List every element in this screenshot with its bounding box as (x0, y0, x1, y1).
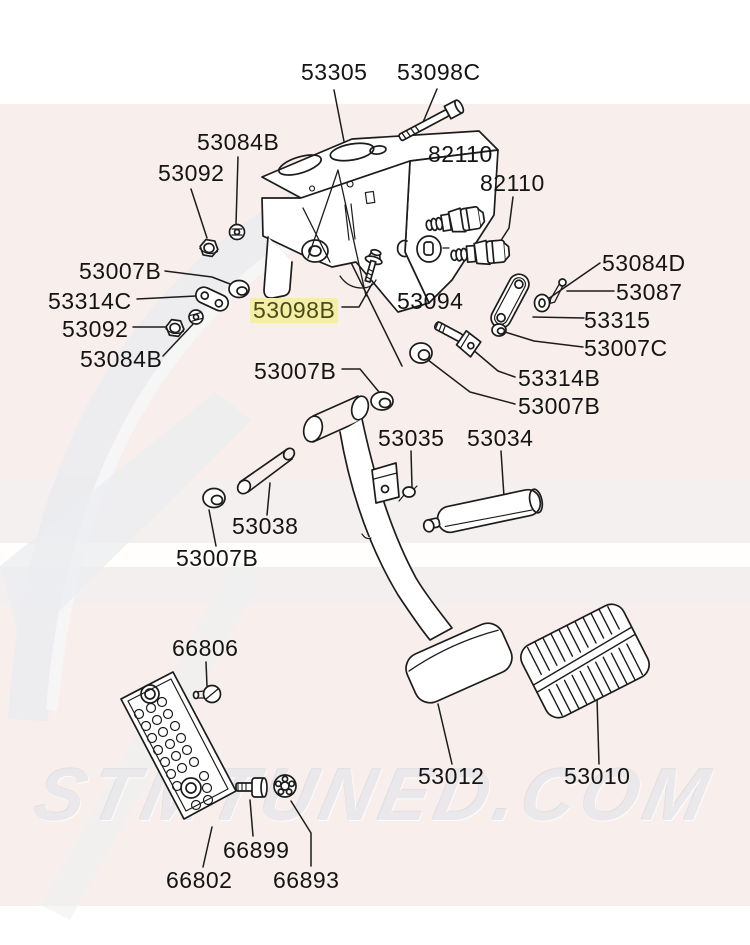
part-label-53038: 53038 (232, 513, 299, 539)
part-label-53010: 53010 (564, 763, 631, 789)
bushing-53007C (491, 323, 507, 337)
part-label-53084B-top: 53084B (197, 129, 280, 155)
part-label-53084D: 53084D (602, 250, 686, 276)
switch-82110-b (450, 239, 511, 266)
part-label-53087: 53087 (616, 279, 683, 305)
part-label-53098B: 53098B (250, 298, 339, 323)
bolt-53098B (364, 248, 383, 283)
part-label-53094: 53094 (397, 288, 464, 314)
bushing-53007B-low (202, 487, 226, 509)
part-label-53007C: 53007C (584, 335, 668, 361)
part-label-82110-b: 82110 (480, 170, 545, 196)
bolt-53098C (398, 99, 465, 142)
part-label-66899: 66899 (223, 837, 290, 863)
part-label-53012: 53012 (418, 763, 485, 789)
part-label-53034: 53034 (467, 425, 534, 451)
nut-53092-mid (165, 318, 185, 338)
pedal-arm-assembly (302, 395, 513, 704)
part-label-66806: 66806 (172, 635, 239, 661)
clevis-rod-53314B (433, 321, 482, 358)
bushing-53007B-left (228, 279, 250, 299)
grommet-53084D (533, 293, 551, 313)
part-label-53007B-right: 53007B (518, 393, 601, 419)
leader-lines (132, 88, 615, 868)
link-53315 (490, 273, 530, 329)
bushing-53007B-right (409, 342, 433, 364)
footrest-pad-66802 (120, 671, 237, 820)
part-label-53315: 53315 (584, 307, 651, 333)
part-label-53314C: 53314C (48, 288, 132, 314)
background-gray-band-2 (0, 567, 750, 605)
part-label-53092-mid: 53092 (62, 316, 129, 342)
bushing-53007B-mid (370, 391, 394, 411)
switch-82110-a (425, 205, 486, 233)
damper-53034 (422, 488, 544, 534)
part-label-53007B-low: 53007B (176, 545, 259, 571)
stopper-53035 (398, 485, 418, 502)
part-label-53084B-mid: 53084B (80, 346, 163, 372)
pedal-pad-53010 (520, 603, 650, 719)
screw-66806 (192, 684, 222, 704)
cotter-pin-53087 (549, 278, 567, 304)
push-nut-53084B-top (228, 223, 246, 241)
part-label-53305: 53305 (301, 59, 368, 85)
bolt-66899 (235, 777, 268, 798)
part-label-53035: 53035 (378, 425, 445, 451)
part-label-53098C: 53098C (397, 59, 481, 85)
part-label-66802: 66802 (166, 867, 233, 893)
link-53314C (194, 286, 230, 312)
spacer-tube-53038 (236, 447, 296, 495)
push-nut-53084B-mid (188, 309, 204, 325)
nut-53092-top (199, 238, 219, 258)
part-label-66893: 66893 (273, 867, 340, 893)
part-label-53007B-mid: 53007B (254, 358, 337, 384)
part-label-82110-a: 82110 (428, 141, 493, 167)
part-label-53314B: 53314B (518, 365, 601, 391)
grommet-53094 (396, 235, 450, 263)
flange-nut-66893 (273, 774, 297, 798)
part-label-53007B-left: 53007B (79, 258, 162, 284)
part-label-53092-top: 53092 (158, 160, 225, 186)
